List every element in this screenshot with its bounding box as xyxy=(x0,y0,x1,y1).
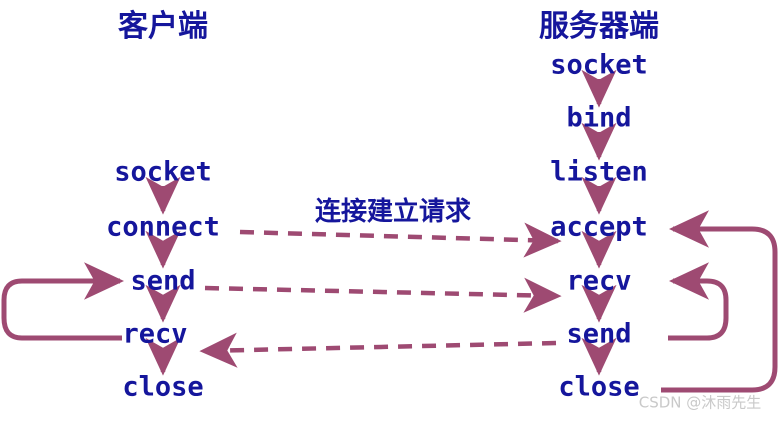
server-step-close[interactable]: close xyxy=(558,371,640,403)
client-step-socket[interactable]: socket xyxy=(114,156,212,188)
server-step-send[interactable]: send xyxy=(566,318,632,350)
server-step-recv[interactable]: recv xyxy=(566,265,632,297)
client-column-title: 客户端 xyxy=(118,9,208,44)
server-column-title: 服务器端 xyxy=(539,9,659,44)
client-step-recv[interactable]: recv xyxy=(122,318,188,350)
message-request-data xyxy=(204,277,562,313)
message-response-data xyxy=(199,332,557,368)
server-step-socket[interactable]: socket xyxy=(550,49,648,81)
server-step-accept[interactable]: accept xyxy=(550,211,648,243)
client-step-send[interactable]: send xyxy=(130,265,196,297)
client-step-close[interactable]: close xyxy=(122,371,204,403)
loop-server-close-to-accept xyxy=(661,210,778,393)
message-connection-request xyxy=(239,222,562,258)
server-step-bind[interactable]: bind xyxy=(566,102,632,134)
watermark: CSDN @沐雨先生 xyxy=(638,393,762,412)
server-step-listen[interactable]: listen xyxy=(550,156,648,188)
message-label-connection-request: 连接建立请求 xyxy=(314,197,472,227)
loop-server-send-to-recv xyxy=(668,262,729,341)
loop-client-recv-to-send xyxy=(1,262,125,341)
client-step-connect[interactable]: connect xyxy=(106,211,220,243)
